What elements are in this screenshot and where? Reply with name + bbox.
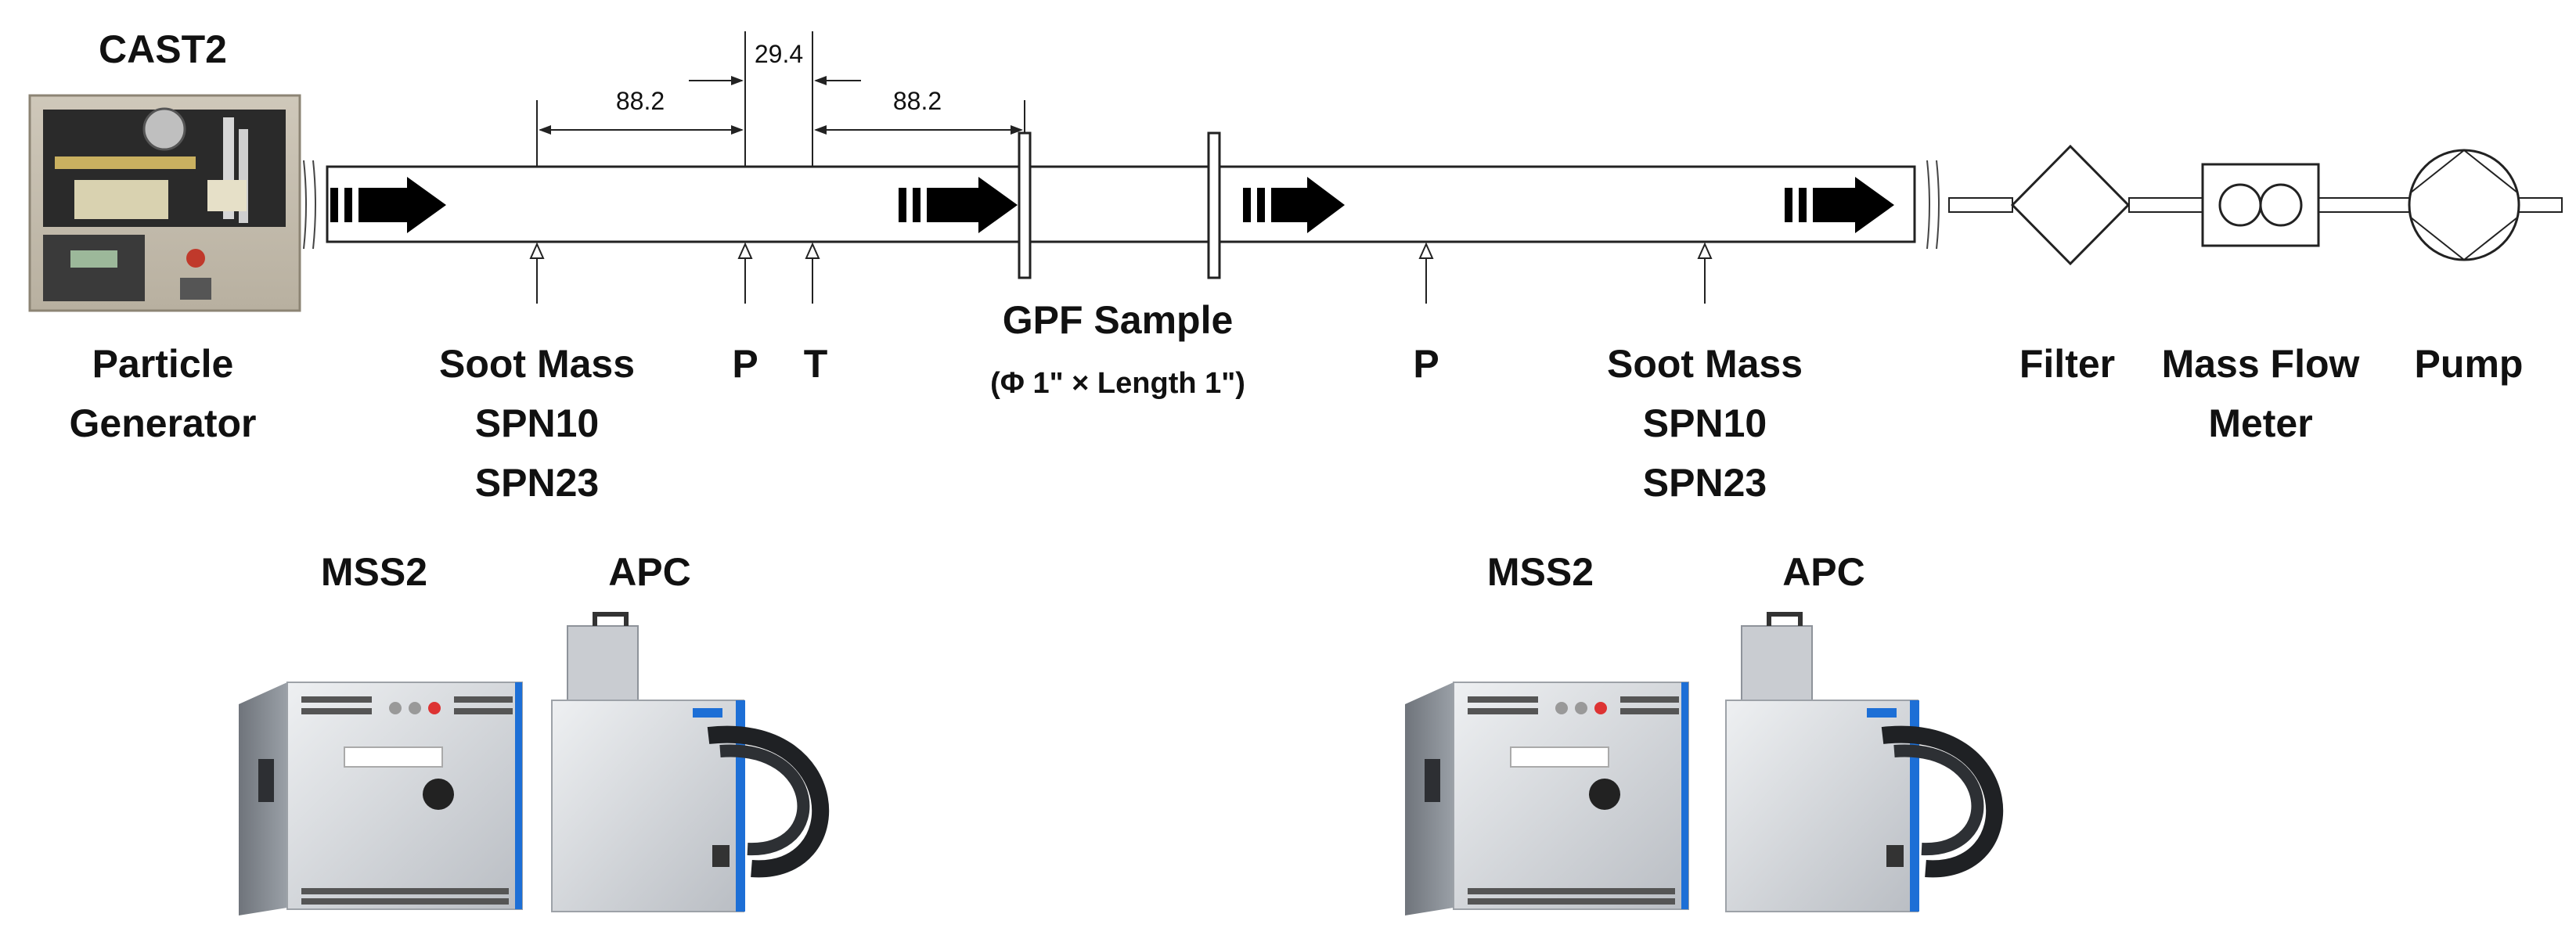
downstream-spn23-label: SPN23 [1643, 461, 1767, 505]
upstream-temperature-label: T [804, 342, 828, 386]
dimension-right: 88.2 [893, 87, 942, 115]
gpf-holder-flange-downstream [1207, 131, 1221, 279]
upstream-soot-mass-label: Soot Mass [439, 342, 635, 386]
flow-arrow [1243, 177, 1345, 233]
exhaust-line [1948, 197, 2563, 213]
gpf-sample-title: GPF Sample [1003, 298, 1234, 342]
generator-label-line2: Generator [70, 401, 257, 445]
mass-flow-meter-symbol [2201, 163, 2320, 247]
apc-label-right: APC [1782, 550, 1865, 594]
sampling-port-markers [529, 242, 1713, 304]
dimension-arrowheads [539, 76, 1023, 135]
mass-flow-meter-label-line1: Mass Flow [2162, 342, 2360, 386]
particle-generator-image [28, 94, 301, 312]
generator-title: CAST2 [99, 27, 227, 71]
mss2-label-right: MSS2 [1487, 550, 1594, 594]
upstream-spn10-label: SPN10 [475, 401, 599, 445]
dimension-left: 88.2 [616, 87, 665, 115]
downstream-pressure-label: P [1413, 342, 1439, 386]
mss2-instrument-image [239, 682, 523, 915]
gpf-holder-flange-upstream [1018, 131, 1032, 279]
mss2-instrument-image [1405, 682, 1689, 915]
dilution-tunnel [303, 160, 1940, 250]
pump-label: Pump [2415, 342, 2524, 386]
pump-symbol [2408, 149, 2520, 261]
generator-label-line1: Particle [92, 342, 234, 386]
flow-arrow [899, 177, 1018, 233]
filter-symbol [2010, 144, 2131, 266]
mass-flow-meter-label-line2: Meter [2208, 401, 2312, 445]
flow-arrow [1785, 177, 1894, 233]
apc-label-left: APC [608, 550, 691, 594]
gpf-sample-spec: (Φ 1" × Length 1") [990, 367, 1245, 400]
filter-label: Filter [2019, 342, 2115, 386]
upstream-spn23-label: SPN23 [475, 461, 599, 505]
downstream-spn10-label: SPN10 [1643, 401, 1767, 445]
upstream-pressure-label: P [732, 342, 758, 386]
dimension-gap: 29.4 [755, 40, 803, 68]
apc-instrument-image [551, 612, 830, 912]
flow-arrow [330, 177, 446, 233]
apc-instrument-image [1725, 612, 2004, 912]
mss2-label-left: MSS2 [321, 550, 427, 594]
downstream-soot-mass-label: Soot Mass [1607, 342, 1803, 386]
